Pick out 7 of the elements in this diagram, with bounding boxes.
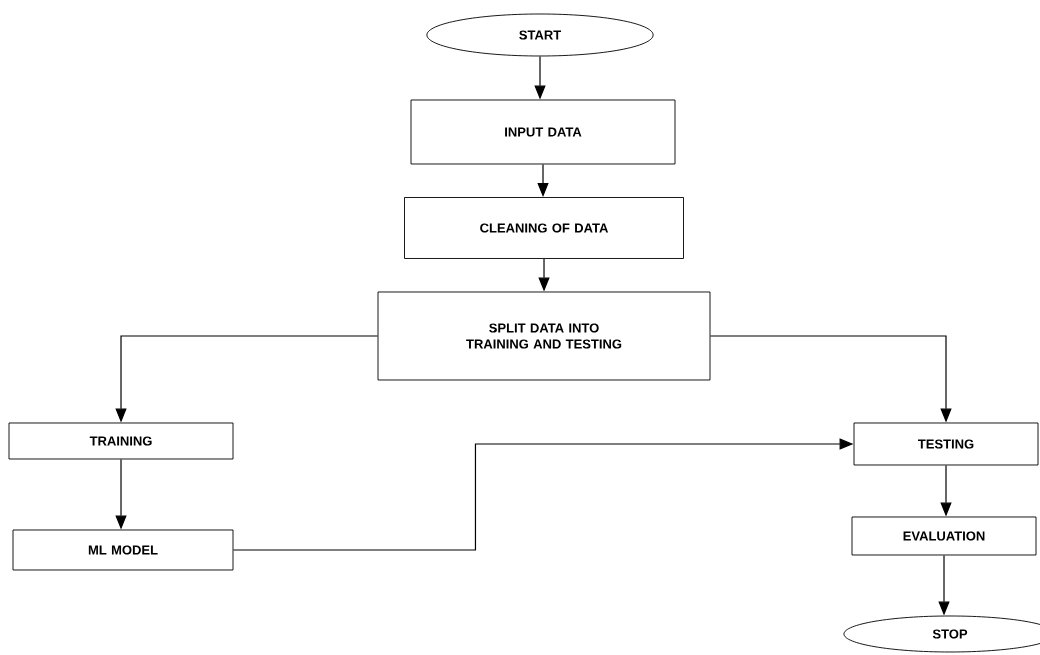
process-box: SPLIT DATA INTO TRAINING AND TESTING <box>377 291 711 381</box>
process-box: EVALUATION <box>851 516 1037 556</box>
process-box: INPUT DATA <box>410 99 676 165</box>
process-box: ML MODEL <box>12 529 234 571</box>
process-box: TESTING <box>853 422 1039 466</box>
process-box: CLEANING OF DATA <box>404 197 684 259</box>
process-box: TRAINING <box>8 422 234 460</box>
